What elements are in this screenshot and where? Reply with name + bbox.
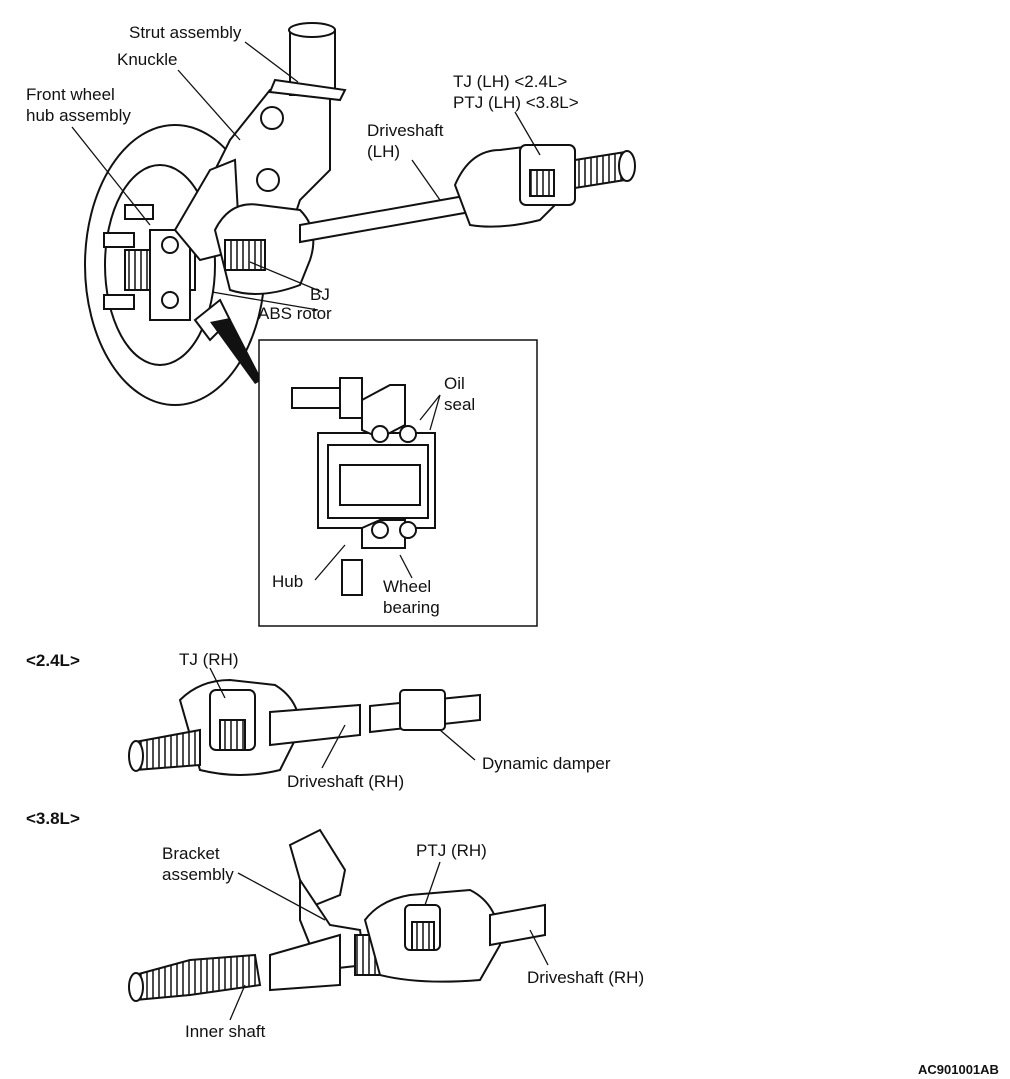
label-tj-lh: TJ (LH) <2.4L> PTJ (LH) <3.8L>: [453, 71, 603, 113]
strut-drawing: [268, 22, 347, 102]
label-hub: Hub: [272, 572, 304, 591]
label-knuckle: Knuckle: [117, 50, 178, 69]
label-oil-seal-line1: Oil: [444, 374, 465, 393]
label-strut-assembly: Strut assembly: [129, 23, 242, 42]
label-inner-shaft: Inner shaft: [185, 1022, 266, 1041]
knuckle-drawing: [173, 89, 331, 342]
label-oil-seal: Oil seal: [444, 373, 504, 415]
inset-wheel-bearing: [258, 339, 538, 627]
label-driveshaft-rh-2-4l: Driveshaft (RH): [287, 772, 405, 791]
label-wheel-bearing-line1: Wheel: [383, 577, 432, 596]
leader-lines-24: [209, 667, 476, 769]
label-dynamic-damper: Dynamic damper: [482, 754, 611, 773]
label-tj-lh-line2: PTJ (LH) <3.8L>: [453, 93, 579, 112]
callout-wedge: [210, 318, 262, 384]
driveshaft-rh-38-drawing: [128, 828, 546, 1002]
label-driveshaft-lh-line1: Driveshaft: [367, 121, 444, 140]
label-ptj-rh: PTJ (RH): [416, 841, 487, 860]
label-abs-rotor: ABS rotor: [258, 304, 332, 323]
section-title-3-8l: <3.8L>: [26, 809, 80, 828]
label-bracket-assembly: Bracket assembly: [162, 843, 262, 885]
label-driveshaft-lh: Driveshaft (LH): [367, 120, 467, 162]
label-bj: BJ: [310, 285, 330, 304]
driveshaft-lh-drawing: [213, 143, 636, 295]
label-driveshaft-rh-3-8l: Driveshaft (RH): [527, 968, 645, 987]
figure-code: AC901001AB: [918, 1062, 999, 1077]
label-driveshaft-lh-line2: (LH): [367, 142, 401, 161]
label-wheel-bearing-line2: bearing: [383, 598, 440, 617]
label-front-wheel-hub-line1: Front wheel: [26, 85, 115, 104]
label-tj-rh: TJ (RH): [179, 650, 239, 669]
label-tj-lh-line1: TJ (LH) <2.4L>: [453, 72, 568, 91]
label-oil-seal-line2: seal: [444, 395, 476, 414]
label-front-wheel-hub-assembly: Front wheel hub assembly: [26, 84, 156, 126]
section-title-2-4l: <2.4L>: [26, 651, 80, 670]
label-bracket-line2: assembly: [162, 865, 234, 884]
label-bracket-line1: Bracket: [162, 844, 220, 863]
leader-lines-top: [71, 41, 541, 311]
leader-lines-38: [229, 861, 549, 1021]
driveshaft-rh-24-drawing: [128, 678, 481, 776]
label-wheel-bearing: Wheel bearing: [383, 576, 463, 618]
label-front-wheel-hub-line2: hub assembly: [26, 106, 131, 125]
